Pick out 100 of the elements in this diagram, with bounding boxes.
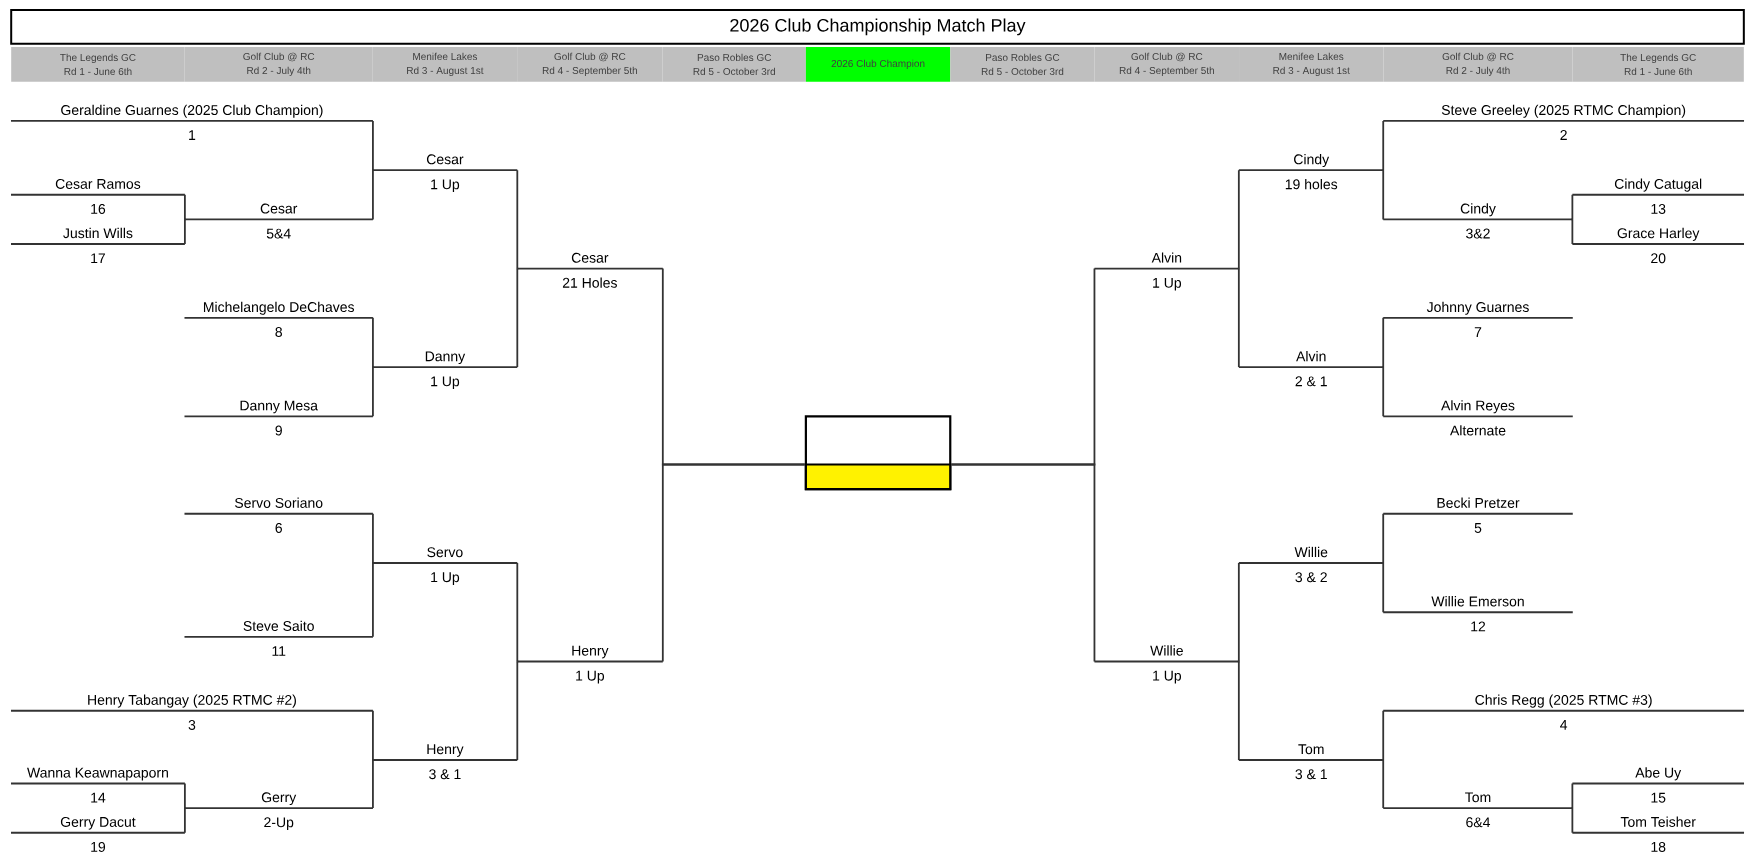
bracket-line	[1382, 512, 1385, 564]
bracket-line	[1382, 316, 1385, 368]
node-label: Rd 3 - August 1st	[1273, 66, 1350, 77]
round-header-cell: Paso Robles GC Rd 5 - October 3rd	[662, 47, 806, 82]
node-label: The Legends GC	[60, 53, 136, 64]
bracket-line	[661, 463, 806, 663]
bracket-line	[183, 193, 186, 221]
node-label: Rd 1 - June 6th	[1624, 67, 1692, 76]
bracket-slot: Henry Tabangay (2025 RTMC #2) 3	[10, 694, 374, 730]
node-label: Rd 2 - July 4th	[247, 66, 311, 77]
bracket-line	[516, 562, 519, 663]
bracket-line	[950, 463, 1096, 663]
round-header-cell: Golf Club @ RC Rd 4 - September 5th	[1094, 47, 1240, 82]
node-label: Rd 2 - July 4th	[1446, 66, 1510, 77]
node-label: Menifee Lakes	[1279, 52, 1344, 61]
node-label: Golf Club @ RC	[243, 52, 315, 62]
bracket-slot: Gerry Dacut 19	[10, 816, 186, 852]
bracket-line	[1571, 193, 1574, 221]
bracket-slot: Tom 6&4	[1382, 792, 1574, 828]
bracket-slot: Tom 3 & 1	[1237, 744, 1385, 780]
bracket-slot: Servo 1 Up	[371, 547, 519, 585]
bracket-slot: Cesar Ramos 16	[10, 178, 186, 214]
bracket-slot: Tom Teisher 18	[1571, 816, 1745, 852]
bracket-line	[1571, 782, 1574, 809]
bracket-slot: Becki Pretzer 5	[1382, 497, 1574, 533]
bracket-line	[371, 169, 374, 221]
bracket-slot: Chris Regg (2025 RTMC #3) 4	[1382, 694, 1745, 730]
winner-band	[804, 463, 952, 491]
bracket-line	[1382, 759, 1385, 809]
bracket-slot: Steve Saito 11	[183, 620, 374, 656]
bracket-slot: Michelangelo DeChaves 8	[183, 301, 374, 337]
bracket-line	[1237, 660, 1241, 761]
bracket-slot: Willie Emerson 12	[1382, 596, 1574, 632]
bracket-slot: Grace Harley 20	[1571, 227, 1745, 264]
bracket-slot: Cindy 19 holes	[1237, 154, 1385, 190]
node-label: Paso Robles GC	[697, 53, 772, 62]
bracket-slot: Willie 1 Up	[1093, 645, 1241, 684]
bracket-line	[371, 709, 374, 761]
round-header-cell: Menifee Lakes Rd 3 - August 1st	[1239, 47, 1384, 82]
bracket-line	[1382, 169, 1385, 221]
bracket-line	[183, 218, 186, 245]
bracket-line	[183, 782, 186, 809]
bracket-line	[1237, 169, 1241, 270]
node-label: Golf Club @ RC	[1131, 52, 1203, 62]
bracket-line	[371, 366, 374, 418]
bracket-slot: Gerry 2-Up	[183, 792, 374, 830]
bracket-slot: Henry 1 Up	[516, 645, 664, 684]
node-label: Rd 5 - October 3rd	[693, 67, 775, 76]
bracket-slot: Alvin Reyes Alternate	[1382, 400, 1574, 436]
bracket-slot: Wanna Keawnapaporn 14	[10, 767, 186, 803]
node-label: Rd 4 - September 5th	[1119, 66, 1214, 77]
bracket-slot: Alvin 2 & 1	[1237, 351, 1385, 387]
bracket-slot: Servo Soriano 6	[183, 497, 374, 533]
bracket-line	[516, 169, 519, 270]
bracket-slot: Johnny Guarnes 7	[1382, 301, 1574, 337]
round-header-cell: Golf Club @ RC Rd 4 - September 5th	[517, 47, 663, 82]
round-header-cell: Golf Club @ RC Rd 2 - July 4th	[1383, 47, 1573, 82]
bracket-line	[1382, 366, 1385, 418]
bracket-slot: Geraldine Guarnes (2025 Club Champion) 1	[10, 104, 374, 140]
round-header-cell: The Legends GC Rd 1 - June 6th	[1572, 47, 1744, 82]
node-label: Rd 5 - October 3rd	[981, 67, 1064, 76]
node-label: Golf Club @ RC	[554, 52, 626, 62]
bracket-slot: Danny Mesa 9	[183, 400, 374, 436]
node-label: Golf Club @ RC	[1442, 52, 1514, 62]
bracket-line	[371, 119, 374, 172]
bracket-line	[516, 267, 519, 368]
node-label: Rd 3 - August 1st	[407, 66, 484, 77]
bracket-slot: Justin Wills 17	[10, 227, 186, 263]
bracket-line	[1382, 119, 1385, 172]
bracket-line	[1382, 709, 1385, 761]
bracket-slot: Abe Uy 15	[1571, 767, 1745, 803]
bracket-line	[183, 807, 186, 834]
bracket-line	[1237, 562, 1241, 663]
round-header-cell: The Legends GC Rd 1 - June 6th	[11, 47, 185, 82]
bracket-slot: Willie 3 & 2	[1237, 546, 1385, 583]
bracket-line	[371, 316, 374, 368]
bracket-line	[1237, 267, 1241, 368]
bracket-slot: Cesar 21 Holes	[516, 252, 664, 288]
bracket-slot: Steve Greeley (2025 RTMC Champion) 2	[1382, 104, 1745, 140]
bracket-line	[371, 512, 374, 564]
round-header-cell: Golf Club @ RC Rd 2 - July 4th	[184, 47, 373, 82]
title-box: 2026 Club Championship Match Play	[10, 9, 1745, 45]
bracket-slot: Alvin 1 Up	[1093, 252, 1241, 291]
bracket-slot: Cindy 3&2	[1382, 203, 1574, 239]
node-label: Rd 1 - June 6th	[64, 67, 132, 76]
node-label: Menifee Lakes	[413, 52, 478, 61]
bracket-line	[516, 660, 519, 761]
round-header-cell: Menifee Lakes Rd 3 - August 1st	[372, 47, 518, 82]
bracket-slot: Cindy Catugal 13	[1571, 178, 1745, 214]
node-label: Paso Robles GC	[986, 53, 1060, 62]
bracket-line	[1382, 562, 1385, 614]
bracket-slot: Danny 1 Up	[371, 351, 519, 390]
bracket-slot: Henry 3 & 1	[371, 744, 519, 780]
round-header-cell: 2026 Club Champion	[805, 47, 951, 82]
bracket-line	[371, 759, 374, 809]
bracket-line	[371, 562, 374, 638]
node-label: Rd 4 - September 5th	[542, 66, 637, 77]
node-label: The Legends GC	[1620, 53, 1696, 64]
bracket-line	[1571, 218, 1574, 245]
bracket-line	[1571, 807, 1574, 834]
